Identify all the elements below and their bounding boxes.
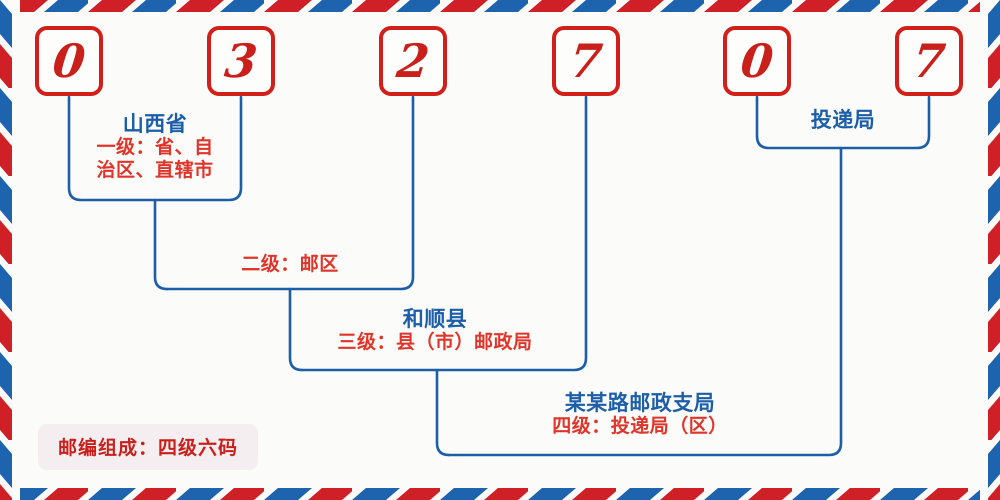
digit-value-6: 7 [910,34,948,88]
postcode-composition-badge: 邮编组成：四级六码 [38,424,259,470]
digit-card-1[interactable]: 0 [35,26,103,96]
bracket-level-2 [165,95,415,291]
bracket-delivery-office [755,95,931,150]
stem-level-3 [435,368,451,457]
stem-level-2 [288,287,304,372]
label-level-1: 山西省 一级：省、自 治区、直辖市 [75,112,235,182]
postcode-composition-badge-text: 邮编组成：四级六码 [58,437,239,459]
label-level-1-place: 山西省 [122,111,188,136]
label-level-1-line-2: 治区、直辖市 [96,158,214,181]
digit-card-2[interactable]: 3 [207,26,275,96]
digit-card-3[interactable]: 2 [379,26,447,96]
stem-level-1 [153,198,169,291]
label-level-3-place: 和顺县 [402,306,468,331]
envelope-paper [20,20,980,480]
label-delivery-office: 投递局 [773,108,913,132]
bracket-level-3 [300,95,588,372]
digit-value-1: 0 [50,34,88,88]
label-level-4-place: 某某路邮政支局 [564,390,716,415]
digit-card-4[interactable]: 7 [552,26,620,96]
digit-value-3: 2 [394,34,432,88]
label-level-1-line-1: 一级：省、自 [96,135,214,158]
label-level-3-level: 三级：县（市）邮政局 [337,330,533,353]
label-delivery-office-text: 投递局 [810,107,876,132]
digit-card-6[interactable]: 7 [895,26,963,96]
digit-value-2: 3 [222,34,260,88]
label-level-2: 二级：邮区 [195,253,385,276]
bracket-level-4 [447,146,843,457]
digit-card-5[interactable]: 0 [723,26,791,96]
label-level-4: 某某路邮政支局 四级：投递局（区） [500,391,780,438]
digit-value-5: 0 [738,34,776,88]
label-level-2-level: 二级：邮区 [241,253,339,275]
digit-value-4: 7 [567,34,605,88]
label-level-4-level: 四级：投递局（区） [552,414,728,437]
label-level-3: 和顺县 三级：县（市）邮政局 [300,307,570,354]
